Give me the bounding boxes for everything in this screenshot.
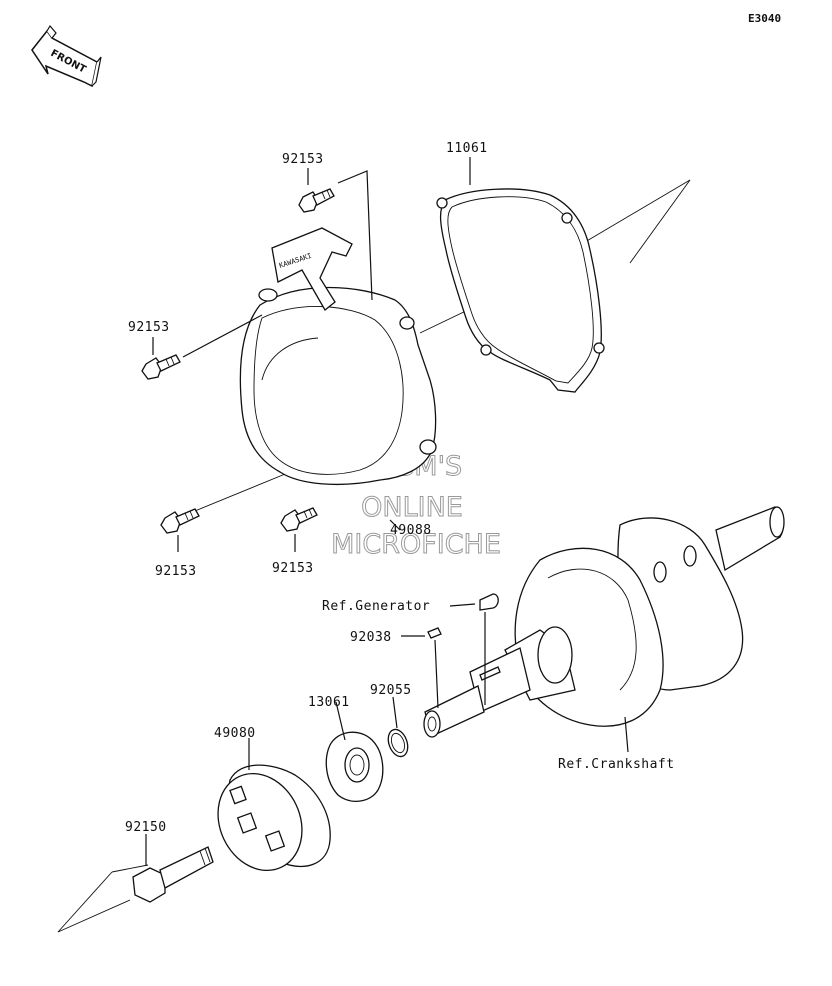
bolt-bottom-right-part [280, 507, 318, 532]
callout-bolt-bottom-left: 92153 [155, 564, 197, 579]
bolt-left-part [141, 354, 181, 380]
recoil-starter-part: KAWASAKI [239, 227, 437, 486]
pulley-part [217, 764, 331, 872]
callout-hub: 13061 [308, 695, 350, 710]
hub-part [325, 731, 384, 802]
crankshaft-part [423, 506, 785, 738]
watermark-line-2: ONLINE [361, 492, 463, 523]
callout-flange-bolt: 92150 [125, 820, 167, 835]
flange-bolt-part [132, 846, 214, 903]
callout-ref-crankshaft: Ref.Crankshaft [558, 757, 675, 772]
gasket-part [436, 188, 605, 393]
callout-bolt-top: 92153 [282, 152, 324, 167]
callout-pulley: 49080 [214, 726, 256, 741]
o-ring-part [387, 728, 409, 758]
callout-ref-generator: Ref.Generator [322, 599, 430, 614]
bolt-top-part [298, 188, 335, 213]
callout-gasket: 11061 [446, 141, 488, 156]
leader-lines [145, 157, 629, 866]
watermark: HLSM'S ONLINE MICROFICHE [331, 451, 502, 561]
generator-key-part [479, 593, 499, 611]
callout-recoil-starter: 49088 [390, 523, 432, 538]
watermark-line-3: MICROFICHE [331, 529, 501, 560]
diagram-code: E3040 [748, 12, 781, 25]
callout-bolt-left: 92153 [128, 320, 170, 335]
callout-bolt-bottom-right: 92153 [272, 561, 314, 576]
front-arrow-icon: FRONT [31, 24, 102, 88]
key-part [427, 627, 442, 639]
callout-o-ring: 92055 [370, 683, 412, 698]
callout-key: 92038 [350, 630, 392, 645]
bolt-bottom-left-part [160, 508, 200, 534]
